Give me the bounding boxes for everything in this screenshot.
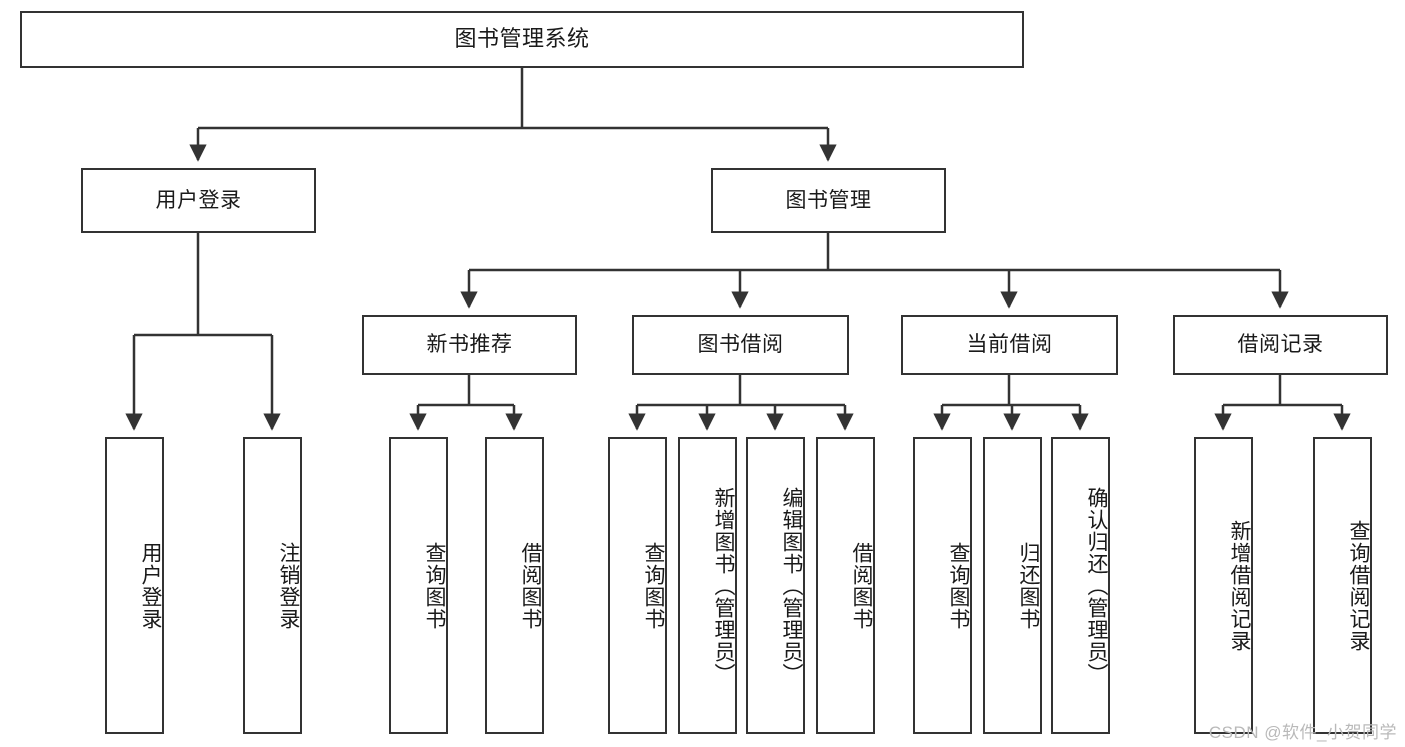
node-book-manage-label: 图书管理 [785,188,872,212]
watermark: CSDN @软件_小贺同学 [1208,723,1397,742]
node-root-label: 图书管理系统 [454,26,590,52]
node-leaf-edit-book[interactable]: 编辑图书（管理员） [746,437,805,734]
node-leaf-query-book-3[interactable]: 查询图书 [913,437,972,734]
node-new-book-recommend[interactable]: 新书推荐 [362,315,577,375]
node-leaf-borrow-book-1[interactable]: 借阅图书 [485,437,544,734]
node-leaf-add-book[interactable]: 新增图书（管理员） [678,437,737,734]
node-leaf-query-book-1-label: 查询图书 [423,541,446,630]
node-book-borrow[interactable]: 图书借阅 [632,315,849,375]
node-leaf-borrow-book-2-label: 借阅图书 [850,541,873,630]
node-leaf-query-book-3-label: 查询图书 [947,541,970,630]
node-leaf-user-login-label: 用户登录 [139,541,162,630]
node-leaf-confirm-return[interactable]: 确认归还（管理员） [1051,437,1110,734]
node-leaf-query-book-1[interactable]: 查询图书 [389,437,448,734]
node-borrow-record-label: 借阅记录 [1237,333,1324,357]
node-leaf-logout-login[interactable]: 注销登录 [243,437,302,734]
node-user-login[interactable]: 用户登录 [81,168,316,233]
node-leaf-user-login[interactable]: 用户登录 [105,437,164,734]
node-borrow-record[interactable]: 借阅记录 [1173,315,1388,375]
node-leaf-query-borrow-record-label: 查询借阅记录 [1347,519,1370,652]
node-leaf-query-borrow-record[interactable]: 查询借阅记录 [1313,437,1372,734]
node-leaf-add-book-label: 新增图书（管理员） [712,486,735,685]
node-leaf-confirm-return-label: 确认归还（管理员） [1085,486,1108,685]
node-book-manage[interactable]: 图书管理 [711,168,946,233]
node-leaf-borrow-book-2[interactable]: 借阅图书 [816,437,875,734]
node-leaf-borrow-book-1-label: 借阅图书 [519,541,542,630]
node-book-borrow-label: 图书借阅 [697,333,784,357]
node-root[interactable]: 图书管理系统 [20,11,1024,68]
node-leaf-logout-login-label: 注销登录 [277,541,300,630]
node-current-borrow-label: 当前借阅 [966,333,1053,357]
node-leaf-edit-book-label: 编辑图书（管理员） [780,486,803,685]
node-current-borrow[interactable]: 当前借阅 [901,315,1118,375]
node-leaf-return-book-label: 归还图书 [1017,541,1040,630]
node-leaf-add-borrow-record[interactable]: 新增借阅记录 [1194,437,1253,734]
node-new-book-recommend-label: 新书推荐 [426,333,513,357]
node-leaf-query-book-2[interactable]: 查询图书 [608,437,667,734]
node-leaf-query-book-2-label: 查询图书 [642,541,665,630]
node-leaf-add-borrow-record-label: 新增借阅记录 [1228,519,1251,652]
node-user-login-label: 用户登录 [155,188,242,212]
node-leaf-return-book[interactable]: 归还图书 [983,437,1042,734]
